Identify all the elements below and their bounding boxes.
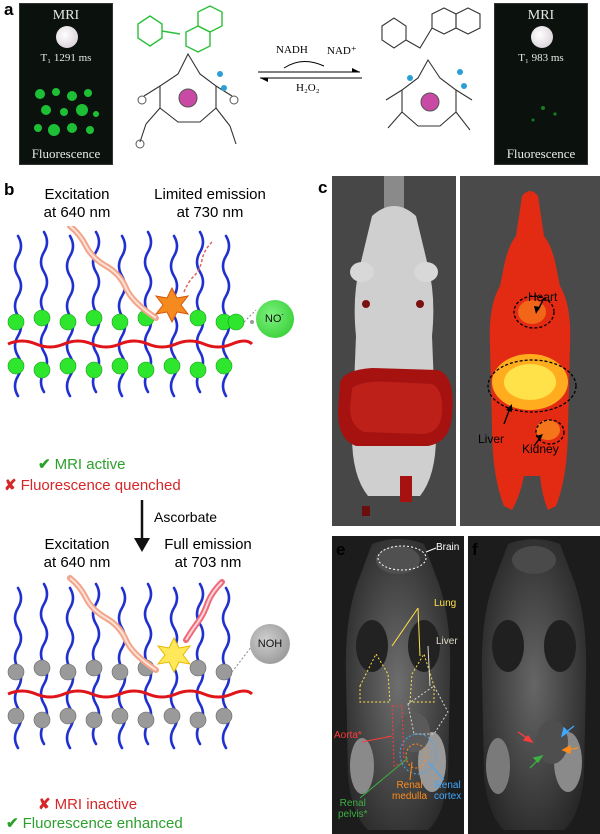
reaction-arrow-down xyxy=(134,500,150,552)
reagent-ascorbate: Ascorbate xyxy=(154,509,218,525)
mri-label-right: MRI xyxy=(527,8,555,23)
reagent-h2o2: H₂O₂ xyxy=(296,82,320,94)
panel-c-letter: c xyxy=(318,178,328,197)
check-icon: ✔ xyxy=(6,815,19,832)
cross-icon: ✘ xyxy=(4,477,17,494)
panel-e-letter: e xyxy=(336,540,346,559)
renal-cortex-outline xyxy=(399,733,437,775)
liver-outline xyxy=(487,359,577,413)
hydroxylamine-bubble: NOH xyxy=(250,624,290,664)
t1-label-left: T₁ 1291 ms xyxy=(40,52,92,64)
panel-f-mri-image xyxy=(468,536,600,834)
label-kidney: Kidney xyxy=(522,442,559,456)
nanoparticle-inactive-diagram xyxy=(7,575,254,750)
cross-icon: ✘ xyxy=(38,796,51,813)
panel-a-letter: a xyxy=(4,0,14,19)
limited-emission-wave xyxy=(183,241,213,293)
arrow-red xyxy=(517,731,534,744)
label-lung: Lung xyxy=(434,598,457,609)
equilibrium-arrows xyxy=(258,61,362,82)
label-liver-e: Liver xyxy=(436,636,458,647)
probe-structure-right xyxy=(381,7,481,131)
label-liver: Liver xyxy=(478,432,505,446)
panel-b-letter: b xyxy=(4,180,15,199)
panel-d-mouse-image: Heart Liver Kidney xyxy=(460,176,600,526)
reagent-nadh: NADH xyxy=(276,44,308,56)
arrow-orange xyxy=(561,744,579,754)
kidney-outline xyxy=(535,419,565,445)
fluorescent-cells-right xyxy=(531,106,557,122)
fluorescence-label-right: Fluorescence xyxy=(506,146,576,161)
panel-c-mouse-image xyxy=(332,176,456,526)
heart-outline xyxy=(513,295,555,329)
gadolinium-ion-right xyxy=(420,92,440,112)
check-icon: ✔ xyxy=(38,456,51,473)
label-aorta: Aorta* xyxy=(334,730,362,741)
fluorescent-cells-left xyxy=(34,88,99,136)
label-heart: Heart xyxy=(528,290,558,304)
t1-label-right: T₁ 983 ms xyxy=(518,52,564,64)
fluorescence-label-left: Fluorescence xyxy=(31,146,101,161)
mri-phantom-circle xyxy=(56,26,78,48)
product-nad: NAD⁺ xyxy=(327,45,357,57)
mri-phantom-circle xyxy=(531,26,553,48)
brain-outline xyxy=(377,545,427,571)
mri-label-left: MRI xyxy=(52,8,80,23)
status-mri-active: ✔MRI active xyxy=(38,456,126,473)
aorta-outline xyxy=(391,705,405,767)
status-fluorescence-quenched: ✘Fluorescence quenched xyxy=(4,477,181,494)
gadolinium-ion-left xyxy=(178,88,198,108)
arrow-blue xyxy=(560,725,575,738)
dye-star-emitting xyxy=(156,636,192,674)
status-mri-inactive: ✘MRI inactive xyxy=(38,796,138,813)
renal-medulla-outline xyxy=(405,743,427,769)
nanoparticle-active-diagram xyxy=(7,226,257,398)
probe-structure-left xyxy=(135,5,239,149)
liver-outline-e xyxy=(407,685,449,735)
nitroxide-radical-bubble: NO˙ xyxy=(256,300,294,338)
arrow-green xyxy=(529,754,544,769)
dye-star-quenched xyxy=(154,286,190,324)
status-fluorescence-enhanced: ✔Fluorescence enhanced xyxy=(6,815,183,832)
label-brain: Brain xyxy=(436,542,460,553)
panel-a-left-image: MRI T₁ 1291 ms Fluorescence xyxy=(19,3,113,165)
panel-a-right-image: MRI T₁ 983 ms Fluorescence xyxy=(494,3,588,165)
panel-f-letter: f xyxy=(472,540,478,559)
